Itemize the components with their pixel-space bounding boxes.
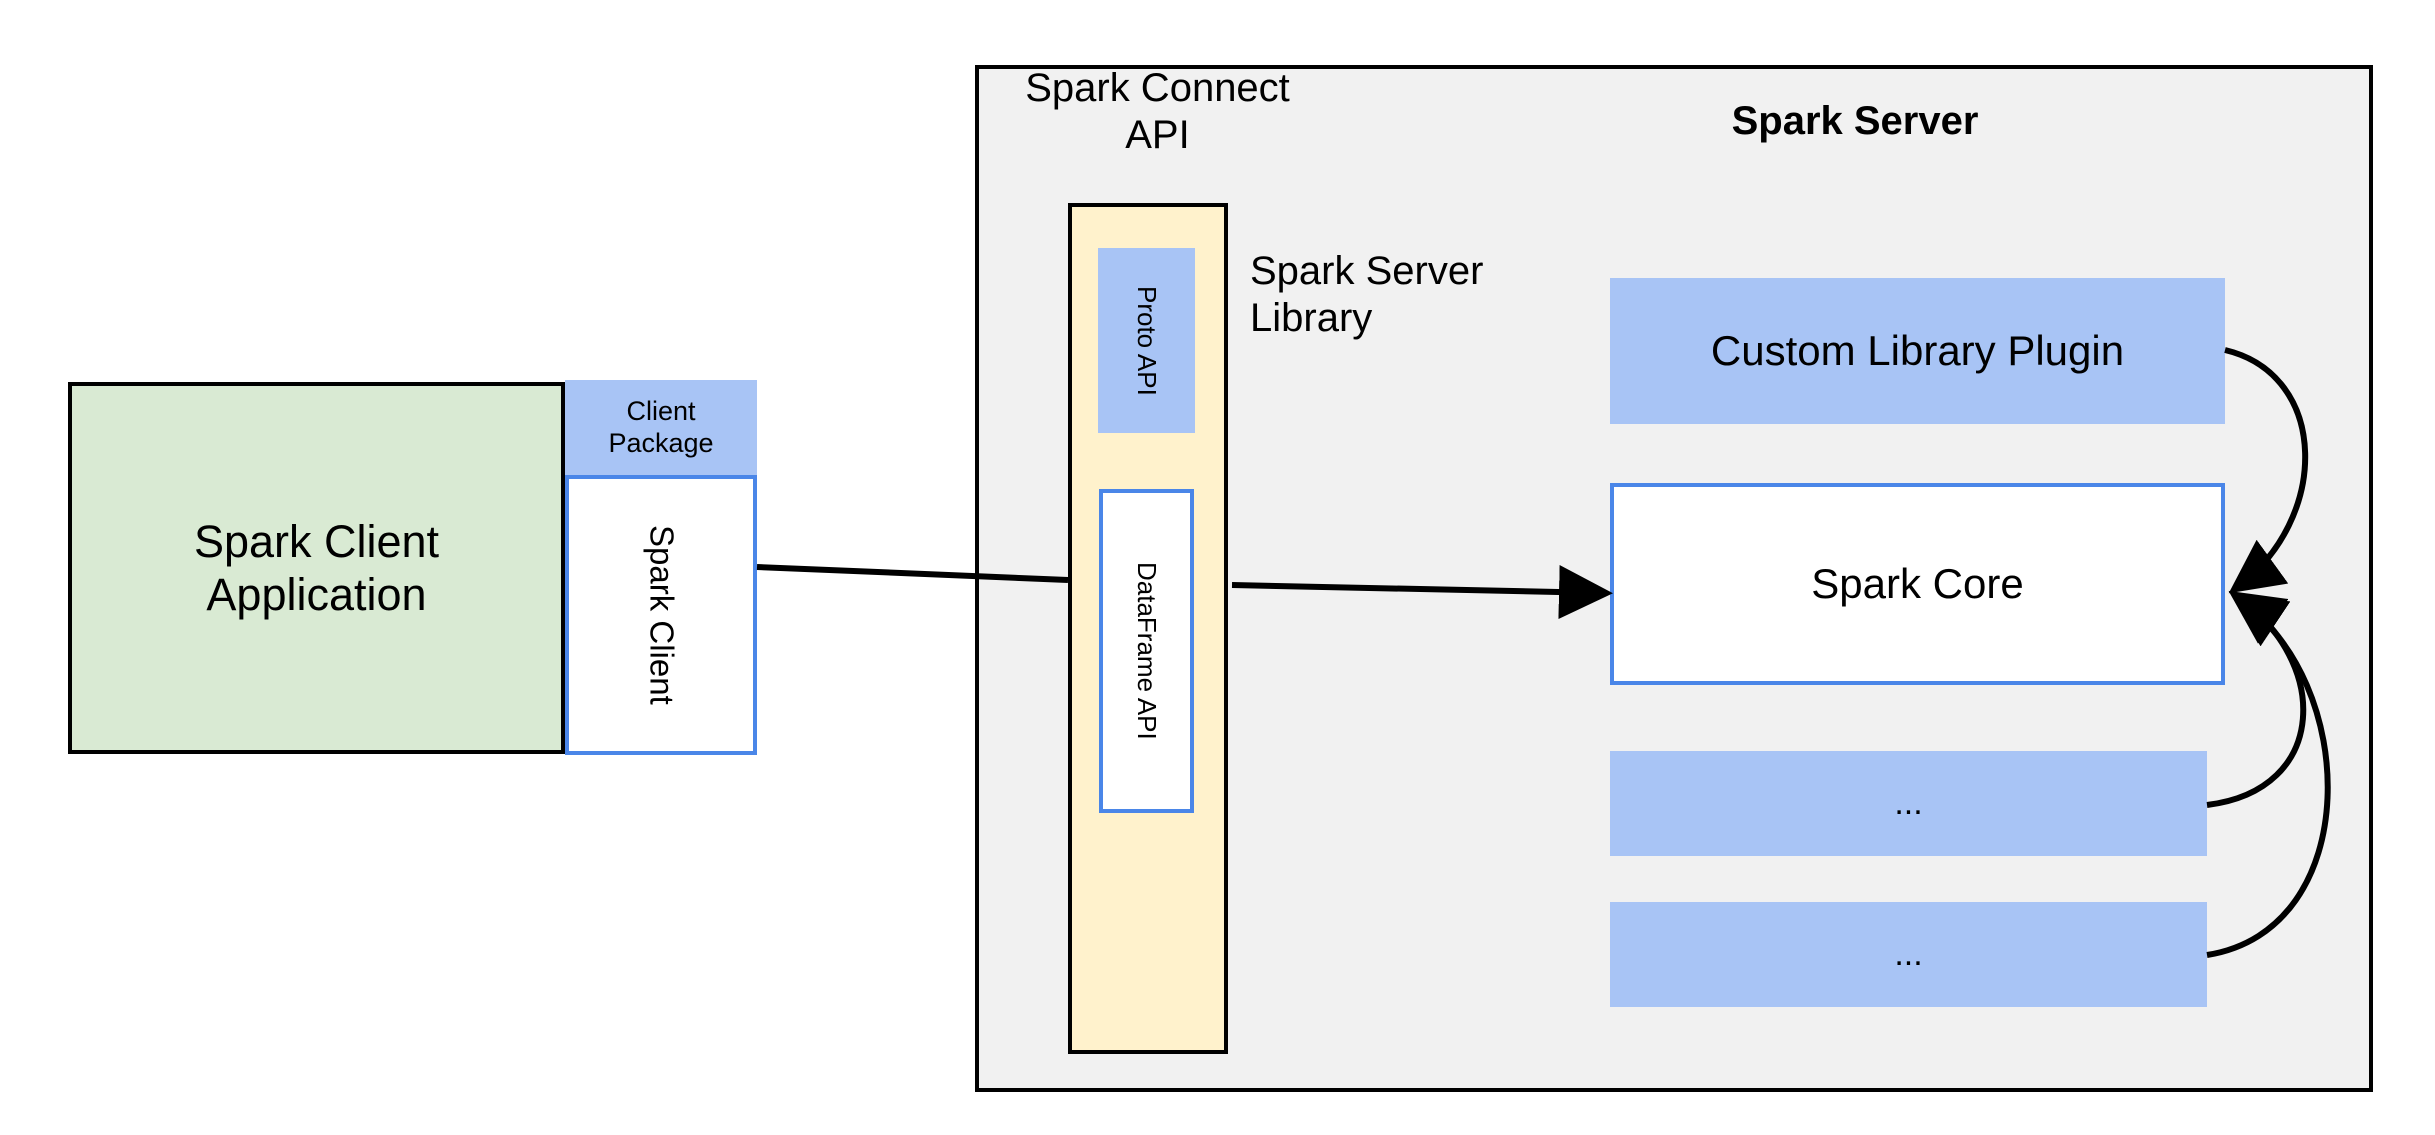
- spark-core-box[interactable]: Spark Core: [1610, 483, 2225, 685]
- dataframe-api-label: DataFrame API: [1131, 562, 1162, 740]
- proto-api-box[interactable]: Proto API: [1098, 248, 1195, 433]
- client-package-box[interactable]: Client Package: [565, 380, 757, 475]
- spark-server-library-label: Spark Server Library: [1250, 249, 1484, 341]
- spark-client-application-box[interactable]: Spark Client Application: [68, 382, 565, 754]
- client-package-label: Client Package: [608, 395, 714, 458]
- spark-client-application-label: Spark Client Application: [193, 515, 440, 620]
- proto-api-label: Proto API: [1131, 285, 1162, 396]
- spark-client-box[interactable]: Spark Client: [565, 475, 757, 755]
- spark-connect-api-label: Spark Connect API: [1025, 66, 1290, 158]
- custom-library-plugin-label: Custom Library Plugin: [1710, 327, 2125, 375]
- spark-client-label: Spark Client: [643, 525, 681, 705]
- additional-component-box-1[interactable]: ...: [1610, 751, 2207, 856]
- additional-component-label-2: ...: [1894, 935, 1923, 974]
- additional-component-box-2[interactable]: ...: [1610, 902, 2207, 1007]
- additional-component-label-1: ...: [1894, 784, 1923, 823]
- spark-server-title: Spark Server: [1731, 99, 1979, 143]
- custom-library-plugin-box[interactable]: Custom Library Plugin: [1610, 278, 2225, 424]
- dataframe-api-box[interactable]: DataFrame API: [1099, 489, 1194, 813]
- spark-core-label: Spark Core: [1811, 560, 2024, 608]
